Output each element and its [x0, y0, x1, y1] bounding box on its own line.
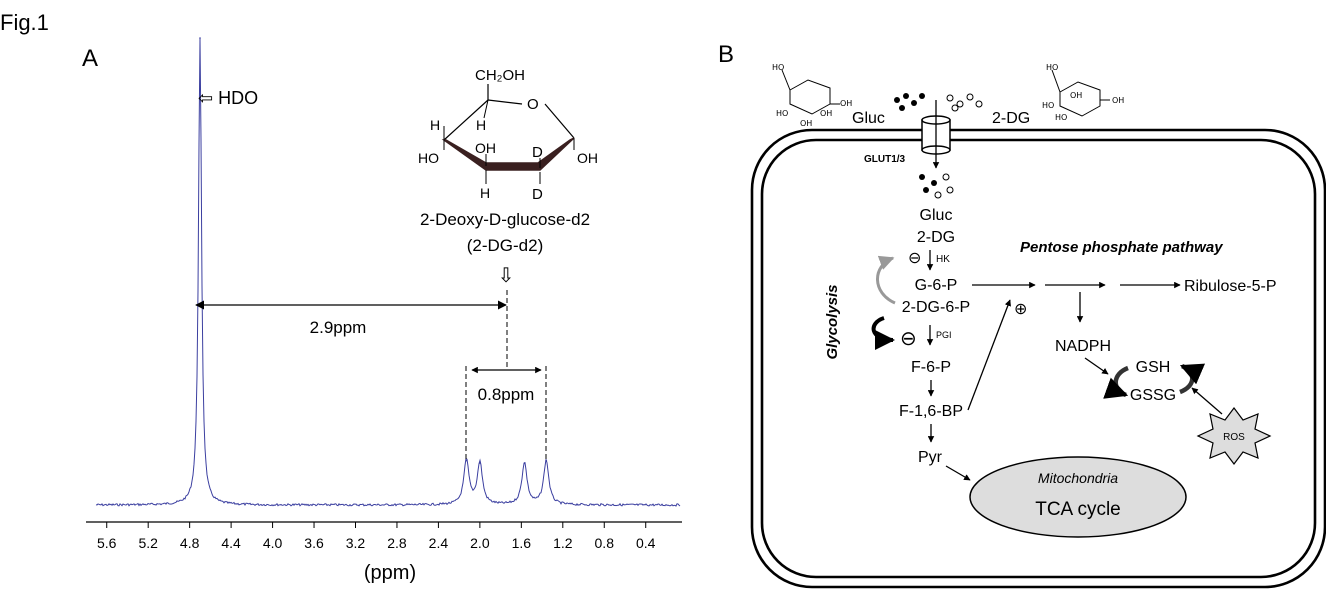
spectrum-peak — [199, 37, 201, 39]
pgi-inhibition-minus: ⊖ — [900, 328, 917, 350]
compound-name: 2-Deoxy-D-glucose-d2 — [420, 210, 590, 229]
gluc-inside: Gluc — [920, 207, 953, 224]
molecule-h-top: H — [476, 117, 486, 133]
pyr-label: Pyr — [918, 449, 943, 466]
svg-text:HO: HO — [1046, 63, 1058, 72]
molecule-structure: CH₂OH O H H HO OH H D D OH — [418, 67, 598, 203]
mitochondria-label: Mitochondria — [1038, 470, 1118, 486]
ppp-activation-plus: ⊕ — [1014, 301, 1027, 318]
arrow-pyr-mito — [945, 465, 971, 481]
gsh-cycle-left-arrow — [1103, 365, 1129, 399]
outside-dots — [894, 93, 983, 112]
x-tick-label: 3.2 — [346, 535, 366, 551]
svg-text:HO: HO — [776, 109, 788, 118]
x-axis-label: (ppm) — [364, 562, 416, 584]
gsh-cycle-right-arrow — [1179, 363, 1206, 395]
x-tick-label: 0.8 — [595, 535, 615, 551]
x-tick-label: 5.2 — [138, 535, 158, 551]
twodg6p-label: 2-DG-6-P — [902, 299, 970, 316]
molecule-ho: HO — [418, 150, 439, 166]
ppp-label: Pentose phosphate pathway — [1020, 239, 1223, 256]
x-tick-label: 5.6 — [97, 535, 117, 551]
svg-text:OH: OH — [800, 119, 812, 128]
gluc-outside: Gluc — [852, 110, 885, 127]
f6p-label: F-6-P — [911, 359, 951, 376]
x-tick-label: 2.4 — [429, 535, 449, 551]
feedback-arrow-grey — [876, 255, 896, 305]
figure-title: Fig.1 — [0, 10, 49, 35]
hk-label: HK — [936, 254, 950, 265]
spectrum-peak — [523, 462, 526, 464]
molecule-ring-o: O — [527, 96, 539, 113]
molecule-oh-center: OH — [475, 140, 496, 156]
glucose-structure-icon: HO HO OH OH OH — [772, 63, 852, 128]
panel-a-label: A — [82, 45, 98, 72]
spectrum-peak — [479, 462, 481, 464]
inside-dots — [919, 173, 954, 199]
gssg-label: GSSG — [1130, 387, 1176, 404]
tca-label: TCA cycle — [1035, 499, 1121, 520]
transporter-label: GLUT1/3 — [864, 154, 906, 165]
shift-label-large: 2.9ppm — [310, 318, 367, 337]
spectrum-line — [95, 37, 681, 507]
twodg-inside: 2-DG — [917, 229, 955, 246]
x-tick-label: 4.8 — [180, 535, 200, 551]
g6p-label: G-6-P — [915, 277, 958, 294]
gsh-label: GSH — [1136, 359, 1171, 376]
panel-b-label: B — [718, 41, 734, 68]
ros-burst-shape — [1196, 407, 1272, 465]
x-tick-label: 3.6 — [304, 535, 324, 551]
arrow-f16bp-ppp — [967, 299, 1011, 411]
nmr-spectrum-panel: 5.6 5.2 4.8 4.4 4.0 3.6 3.2 2.8 2.4 2.0 1.6 1.2 0.8 0… — [86, 37, 682, 584]
x-tick-label: 1.6 — [512, 535, 532, 551]
svg-text:OH: OH — [840, 99, 852, 108]
cell-outer-membrane — [750, 128, 1326, 589]
ros-label: ROS — [1223, 432, 1245, 443]
nadph-label: NADPH — [1055, 338, 1111, 355]
f16bp-label: F-1,6-BP — [899, 403, 963, 420]
molecule-h-bottom: H — [480, 185, 490, 201]
svg-text:HO: HO — [1055, 113, 1067, 122]
pathway-panel: GLUT1/3 Gluc 2-DG HO HO OH OH OH — [750, 63, 1326, 589]
svg-text:HO: HO — [1042, 101, 1054, 110]
mitochondria-shape — [969, 456, 1187, 538]
svg-text:OH: OH — [820, 109, 832, 118]
pgi-label: PGI — [936, 330, 952, 340]
compound-abbr: (2-DG-d2) — [467, 236, 544, 255]
twodg-outside: 2-DG — [992, 110, 1030, 127]
shift-label-small: 0.8ppm — [478, 385, 535, 404]
arrow-ros-gssg — [1191, 387, 1223, 415]
molecule-h-left: H — [430, 117, 440, 133]
glycolysis-label: Glycolysis — [824, 284, 841, 359]
spectrum-peak — [465, 459, 468, 462]
hdo-label: ⇦ HDO — [198, 88, 258, 108]
svg-text:OH: OH — [1070, 91, 1082, 100]
x-axis-ticks: 5.6 5.2 4.8 4.4 4.0 3.6 3.2 2.8 2.4 2.0 1.6 1.2 0.8 0… — [97, 522, 656, 551]
spectrum-peaks — [199, 37, 548, 464]
spectrum-peak — [545, 459, 548, 462]
molecule-d-bottom: D — [532, 186, 543, 203]
arrow-nadph-gsh — [1084, 357, 1109, 375]
x-tick-label: 1.2 — [553, 535, 573, 551]
molecule-ch2oh: CH₂OH — [475, 67, 525, 84]
x-tick-label: 0.4 — [636, 535, 656, 551]
ribulose-label: Ribulose-5-P — [1184, 278, 1276, 295]
cell-inner-membrane — [760, 138, 1317, 579]
feedback-arrow-black — [871, 316, 895, 350]
x-tick-label: 2.0 — [470, 535, 490, 551]
hk-inhibition-minus: ⊖ — [908, 250, 921, 267]
svg-text:HO: HO — [772, 63, 784, 72]
molecule-oh-right: OH — [577, 150, 598, 166]
x-tick-label: 4.0 — [263, 535, 283, 551]
twodg-structure-icon: HO HO HO OH OH — [1042, 63, 1124, 122]
svg-text:OH: OH — [1112, 96, 1124, 105]
x-tick-label: 2.8 — [387, 535, 407, 551]
compound-down-arrow: ⇩ — [498, 265, 515, 287]
x-tick-label: 4.4 — [221, 535, 241, 551]
molecule-d-top: D — [532, 144, 543, 161]
